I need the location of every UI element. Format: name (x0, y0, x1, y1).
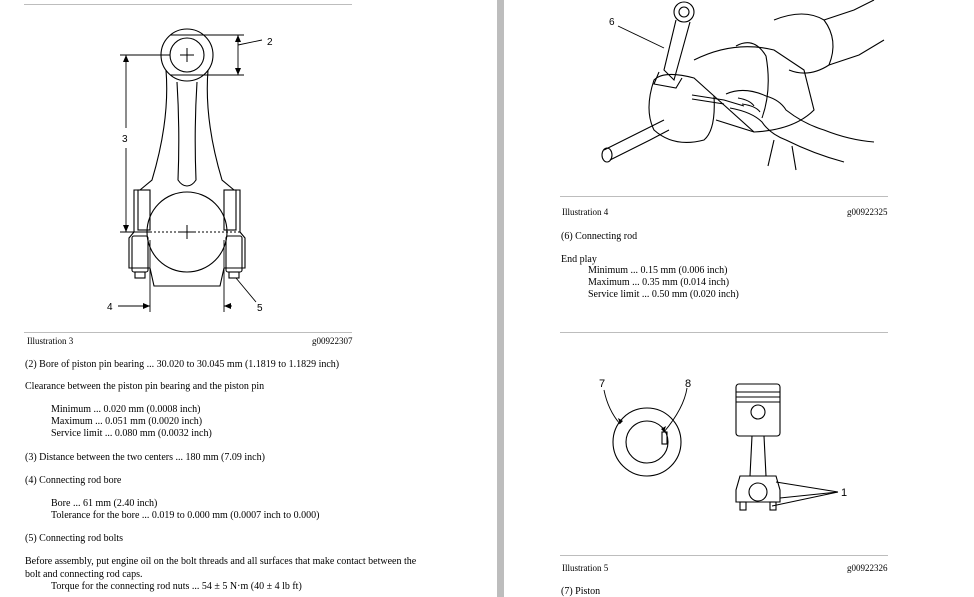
end-play-max: Maximum ... 0.35 mm (0.014 inch) (588, 277, 730, 288)
callout-8: 8 (685, 378, 691, 390)
callout-3: 3 (122, 134, 128, 145)
clearance-heading: Clearance between the piston pin bearing… (25, 381, 265, 392)
illustration-5-caption: Illustration 5 (562, 563, 609, 573)
bore-pin-line: (2) Bore of piston pin bearing ... 30.02… (25, 359, 340, 370)
callout-7: 7 (599, 378, 605, 390)
callout-1: 1 (841, 487, 847, 499)
page-gutter (497, 0, 504, 597)
top-rule (24, 4, 352, 5)
rod-bore-heading: (4) Connecting rod bore (25, 475, 122, 486)
callout-5: 5 (257, 303, 263, 314)
clearance-service: Service limit ... 0.080 mm (0.0032 inch) (51, 428, 212, 439)
tolerance-line: Tolerance for the bore ... 0.019 to 0.00… (51, 510, 320, 521)
caption-rule (24, 332, 352, 333)
end-play-min: Minimum ... 0.15 mm (0.006 inch) (588, 265, 728, 276)
bore-line: Bore ... 61 mm (2.40 inch) (51, 498, 158, 509)
bolts-heading: (5) Connecting rod bolts (25, 533, 124, 544)
section-rule (560, 332, 888, 333)
illustration-5-id: g00922326 (847, 563, 888, 573)
end-play-measurement-illustration: 6 (601, 0, 885, 171)
caption-rule-4 (560, 196, 888, 197)
assembly-line-1: Before assembly, put engine oil on the b… (25, 556, 417, 567)
left-page: 2 3 4 5 Illustration 3 g00922307 (2) Bor… (24, 4, 417, 592)
assembly-line-2: bolt and connecting rod caps. (25, 569, 143, 580)
callout-2: 2 (267, 37, 273, 48)
piston-illustration: 7 8 1 (599, 378, 847, 511)
distance-line: (3) Distance between the two centers ...… (25, 452, 265, 463)
illustration-3-id: g00922307 (312, 336, 353, 346)
connecting-rod-label: (6) Connecting rod (561, 231, 638, 242)
connecting-rod-diagram: 2 3 4 5 (107, 28, 273, 314)
callout-6: 6 (609, 17, 615, 28)
callout-4: 4 (107, 302, 113, 313)
illustration-4-id: g00922325 (847, 207, 888, 217)
end-play-service: Service limit ... 0.50 mm (0.020 inch) (588, 289, 739, 300)
illustration-4-caption: Illustration 4 (562, 207, 609, 217)
clearance-min: Minimum ... 0.020 mm (0.0008 inch) (51, 404, 201, 415)
clearance-max: Maximum ... 0.051 mm (0.0020 inch) (51, 416, 203, 427)
piston-label: (7) Piston (561, 586, 601, 597)
torque-line: Torque for the connecting rod nuts ... 5… (51, 581, 302, 592)
right-page: 6 Illustration 4 g00922325 (6) Connectin… (504, 0, 974, 597)
illustration-3-caption: Illustration 3 (27, 336, 74, 346)
end-play-heading: End play (561, 254, 597, 265)
caption-rule-5 (560, 555, 888, 556)
